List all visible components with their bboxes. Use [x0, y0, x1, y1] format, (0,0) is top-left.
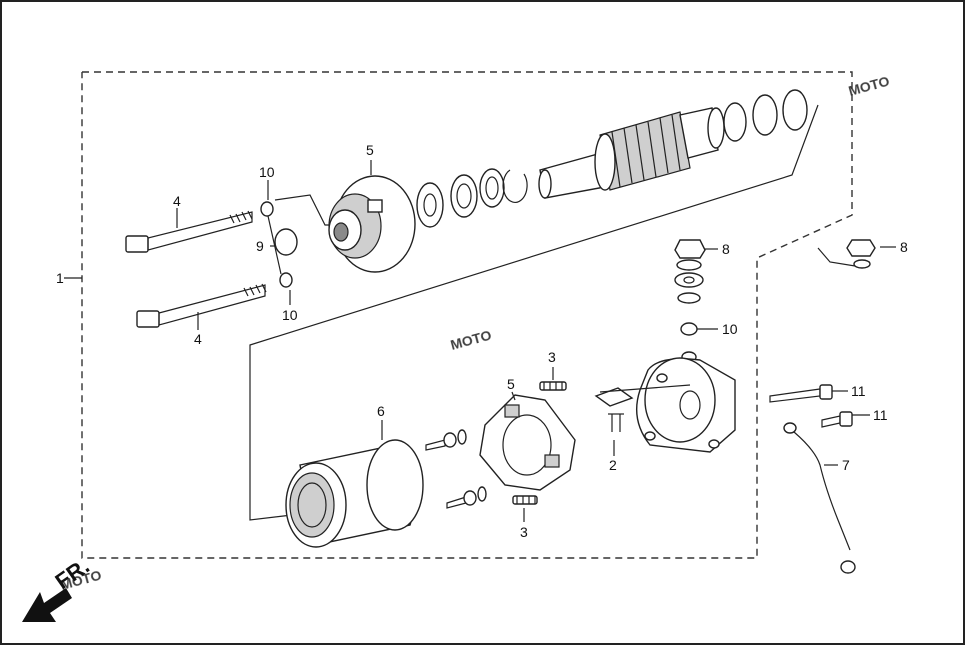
callout-10-right: 10	[722, 321, 738, 337]
callouts: 1 4 4 5 10 9 10 8 10 8 3 5 6 2 3 11 11 7	[56, 142, 908, 540]
callout-4-lower: 4	[194, 331, 202, 347]
callout-9: 9	[256, 238, 264, 254]
oring-10-lower	[279, 272, 293, 288]
terminal-nut-detail	[817, 239, 876, 269]
rear-washer-1	[723, 102, 747, 142]
oring-9	[274, 228, 298, 256]
callout-11-upper: 11	[851, 383, 866, 399]
armature-axis-line	[249, 104, 819, 521]
shaft-washers	[416, 168, 528, 228]
small-plate-and-screw	[594, 387, 634, 432]
callout-1: 1	[56, 270, 64, 286]
brush-screws	[425, 429, 487, 509]
terminal-nut-stack	[674, 239, 706, 363]
watermark-top-right: MOTO	[847, 73, 892, 99]
callout-5-upper: 5	[366, 142, 374, 158]
front-arrow-icon	[22, 588, 72, 622]
through-bolt-lower	[821, 411, 853, 428]
front-direction-indicator: FR.	[22, 553, 94, 622]
callout-8-right: 8	[900, 239, 908, 255]
brush-spring-lower	[512, 495, 538, 505]
front-bracket	[328, 175, 416, 273]
watermark-group: MOTO MOTO MOTO	[59, 73, 892, 593]
yoke-housing	[285, 439, 424, 548]
long-bolt-upper	[125, 210, 253, 253]
ground-cable	[783, 422, 856, 574]
callout-4-upper: 4	[173, 193, 181, 209]
watermark-center: MOTO	[449, 327, 494, 353]
callout-5-lower: 5	[507, 376, 515, 392]
assembly-boundary	[81, 71, 853, 559]
callout-8-center: 8	[722, 241, 730, 257]
long-bolt-lower	[136, 283, 267, 328]
callout-10-upper-left: 10	[259, 164, 275, 180]
rear-washer-2	[752, 94, 778, 136]
callout-10-lower-left: 10	[282, 307, 298, 323]
brush-spring-upper	[539, 381, 567, 391]
armature	[538, 107, 725, 199]
callout-6: 6	[377, 403, 385, 419]
upper-axis-box	[274, 194, 335, 226]
callout-3-lower: 3	[520, 524, 528, 540]
rear-washer-3	[782, 89, 808, 131]
callout-2: 2	[609, 457, 617, 473]
leader-lines	[64, 160, 896, 522]
through-bolt-upper	[769, 384, 833, 403]
callout-11-lower: 11	[873, 407, 888, 423]
callout-3-upper: 3	[548, 349, 556, 365]
rear-cover	[636, 357, 736, 453]
callout-7: 7	[842, 457, 850, 473]
oring-10-upper	[260, 201, 274, 217]
front-direction-label: FR.	[51, 553, 94, 594]
brush-holder	[479, 394, 576, 491]
